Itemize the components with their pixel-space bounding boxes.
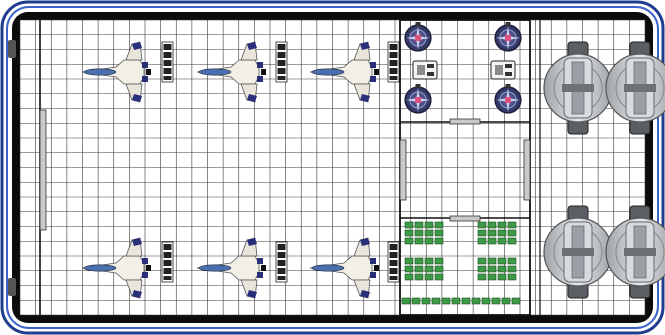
munitions-rack-icon: [387, 41, 400, 83]
munitions-rack-icon: [275, 41, 288, 83]
blast-door-icon[interactable]: [449, 118, 481, 125]
munitions-rack-icon: [275, 241, 288, 283]
control-console-icon[interactable]: [412, 60, 438, 80]
munitions-rack-icon: [387, 241, 400, 283]
munitions-rack-icon: [161, 241, 174, 283]
blast-door-icon[interactable]: [399, 139, 407, 201]
blast-door-icon[interactable]: [523, 139, 531, 201]
control-console-icon[interactable]: [490, 60, 516, 80]
hull-vent-left-top: [8, 40, 16, 58]
map-frame-inner: [6, 6, 659, 329]
blast-door-icon[interactable]: [39, 109, 47, 231]
hull-vent-left-bottom: [8, 278, 16, 296]
cargo-crate-row[interactable]: [401, 297, 521, 305]
munitions-rack-icon: [161, 41, 174, 83]
blast-door-icon[interactable]: [449, 215, 481, 222]
